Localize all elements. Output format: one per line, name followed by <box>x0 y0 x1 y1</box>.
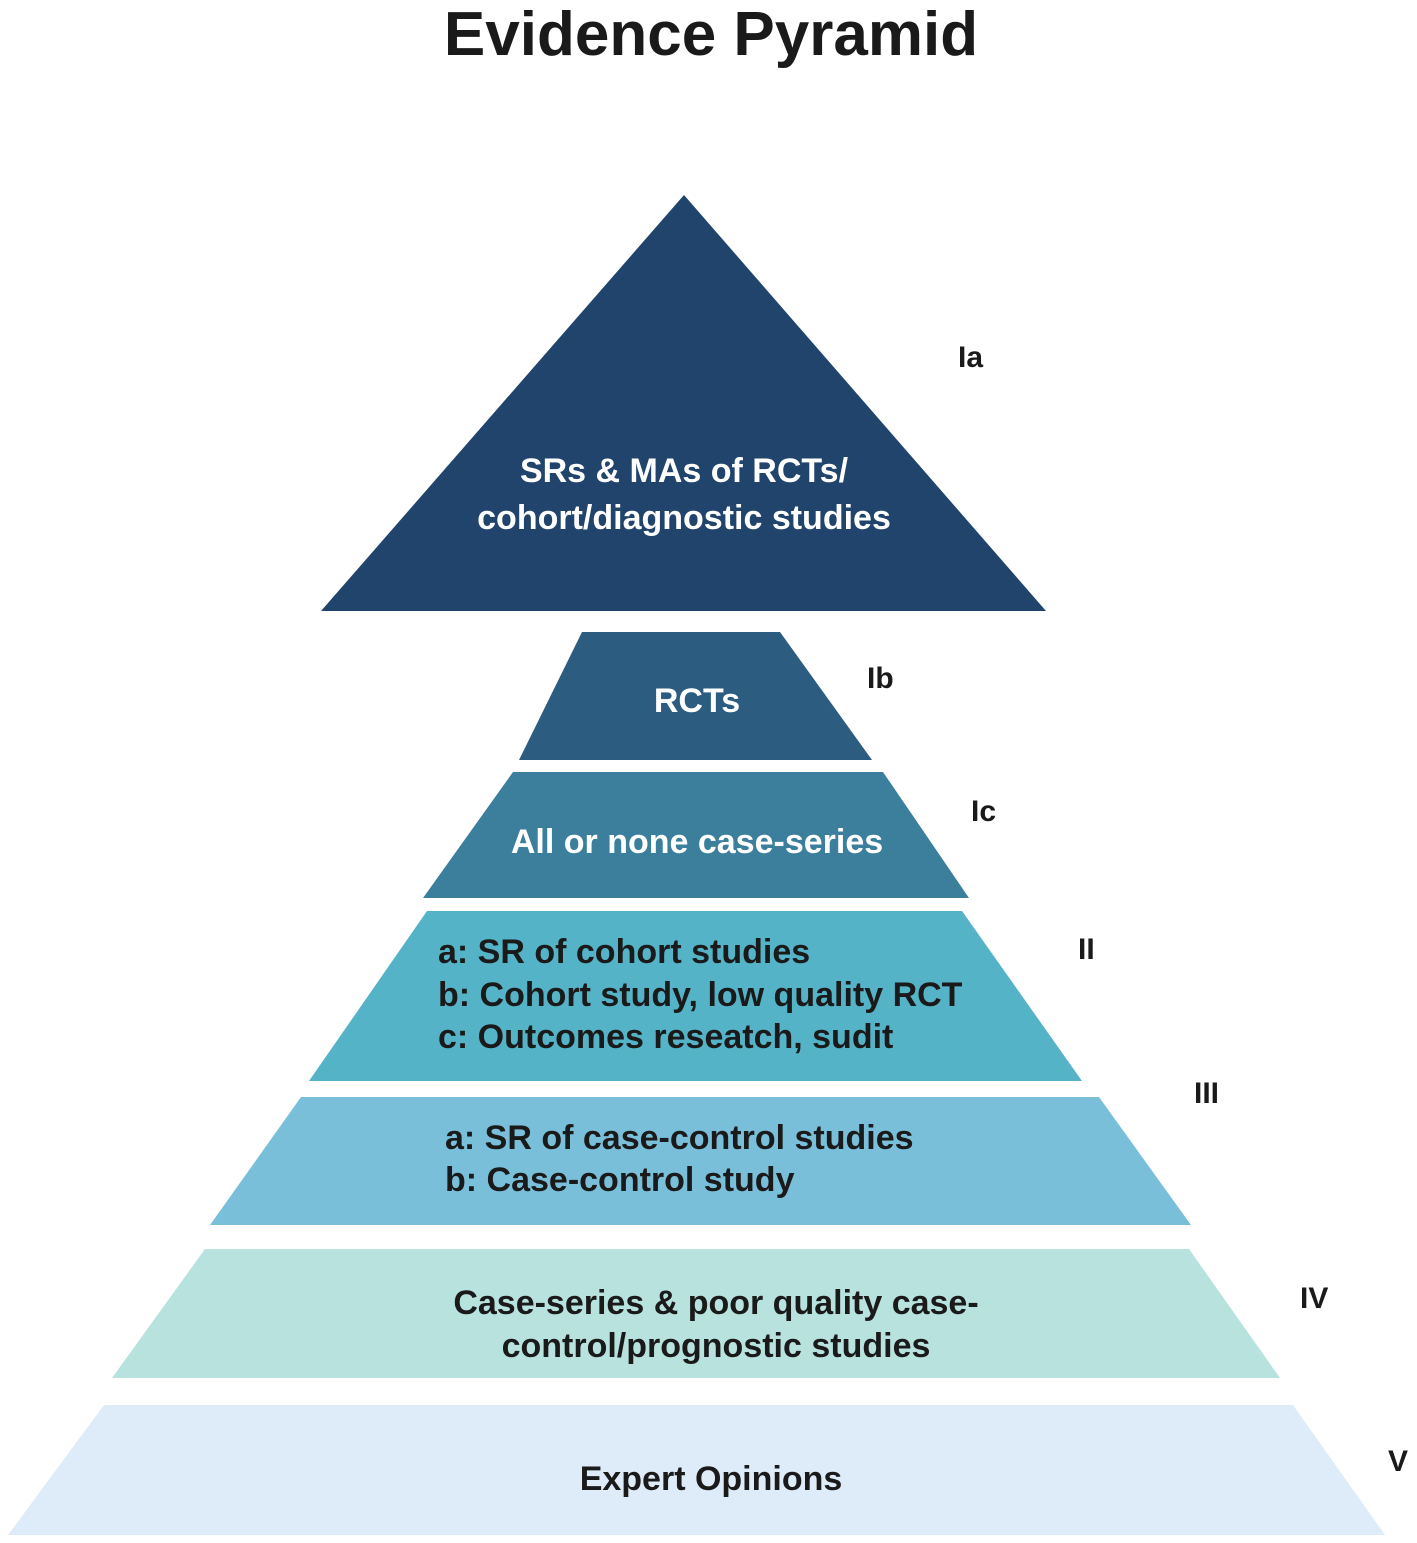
tier-ia-label: SRs & MAs of RCTs/cohort/diagnostic stud… <box>477 452 891 537</box>
tier-iii-line: b: Case-control study <box>445 1161 795 1199</box>
tier-ib-label: RCTs <box>654 682 740 720</box>
tier-iv-level: IV <box>1300 1282 1328 1315</box>
tier-iii-level: III <box>1194 1077 1219 1110</box>
tier-iv-line: Case-series & poor quality case- <box>453 1284 978 1322</box>
tier-ic-line: All or none case-series <box>511 823 883 861</box>
tier-ib-level: Ib <box>867 662 894 695</box>
tier-iii-shape <box>210 1097 1191 1225</box>
tier-iv-label: Case-series & poor quality case-control/… <box>453 1284 978 1365</box>
tier-v-level: V <box>1388 1445 1408 1478</box>
tier-iv-line: control/prognostic studies <box>502 1327 931 1365</box>
tier-ia-shape <box>321 195 1046 611</box>
tier-ii-line: b: Cohort study, low quality RCT <box>438 976 963 1014</box>
tier-ic-shape <box>423 772 969 898</box>
tier-ii-level: II <box>1078 933 1095 966</box>
tier-ic-level: Ic <box>971 795 996 828</box>
tier-v-shape <box>8 1405 1385 1535</box>
diagram-title: Evidence Pyramid <box>444 0 978 69</box>
tier-iii-label: a: SR of case-control studies b: Case-con… <box>445 1119 914 1199</box>
tier-ii-shape <box>309 911 1082 1081</box>
tier-ib-line: RCTs <box>654 682 740 720</box>
tier-ia-line: cohort/diagnostic studies <box>477 499 891 537</box>
tier-iii-line: a: SR of case-control studies <box>445 1119 914 1157</box>
tier-ii-label: a: SR of cohort studies b: Cohort study, … <box>438 933 963 1056</box>
pyramid-tiers: SRs & MAs of RCTs/cohort/diagnostic stud… <box>8 195 1408 1535</box>
tier-ia-level: Ia <box>958 341 983 374</box>
tier-ii-line: a: SR of cohort studies <box>438 933 810 971</box>
tier-ii-line: c: Outcomes reseatch, sudit <box>438 1018 893 1056</box>
tier-ic-label: All or none case-series <box>511 823 883 861</box>
tier-iv-shape <box>112 1249 1280 1378</box>
tier-v-label: Expert Opinions <box>580 1460 843 1498</box>
tier-ib-shape <box>519 632 872 760</box>
tier-ia-line: SRs & MAs of RCTs/ <box>520 452 849 490</box>
tier-v-line: Expert Opinions <box>580 1460 843 1498</box>
